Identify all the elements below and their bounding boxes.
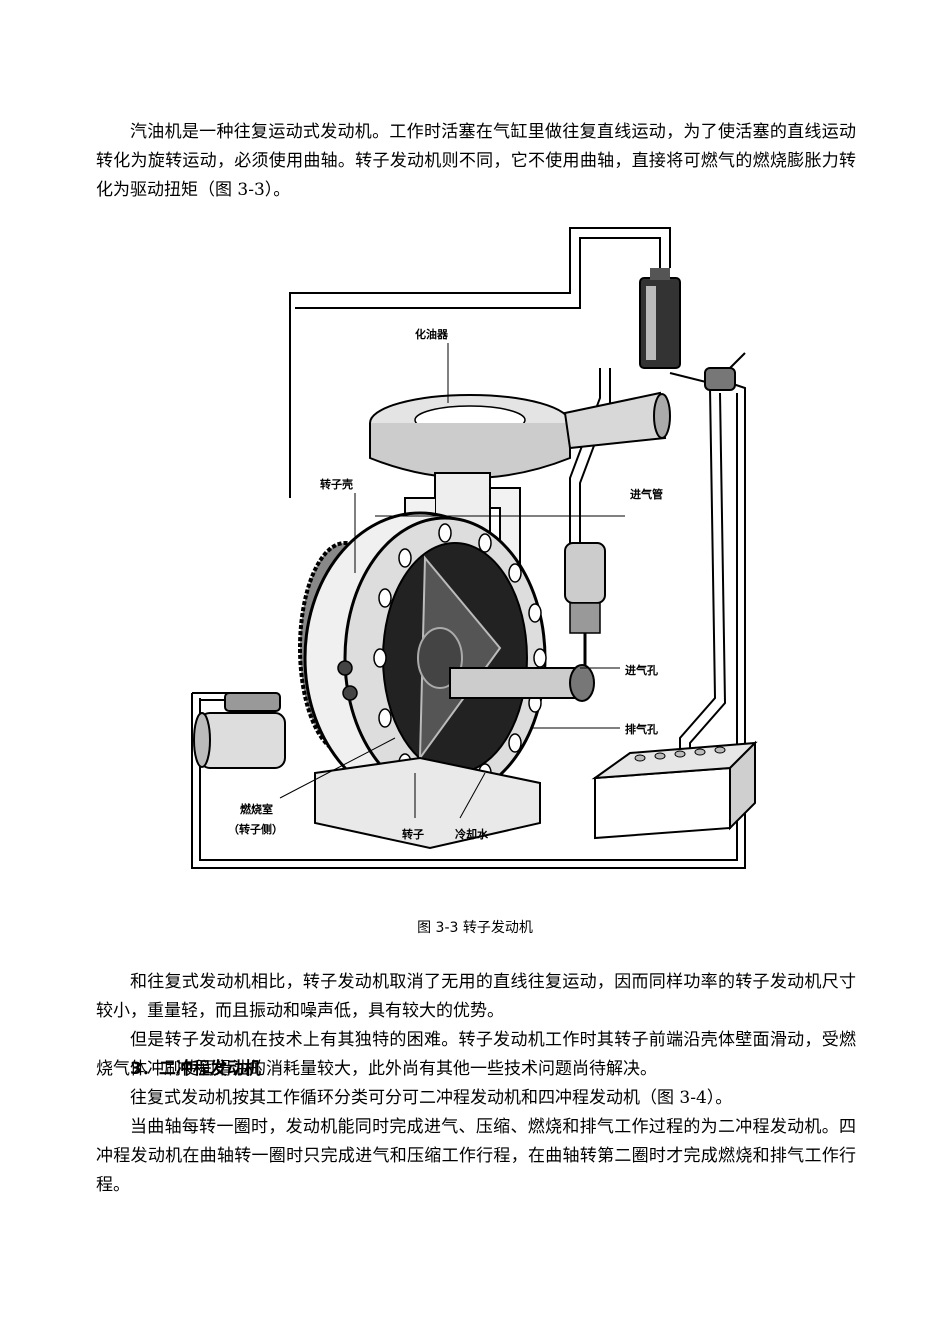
air-cleaner	[369, 391, 671, 479]
label-carburetor: 化油器	[415, 327, 449, 341]
rotary-engine-figure: 化油器 转子壳 进气管 进气孔 排气孔 燃烧室 （转子侧） 转子 冷却水	[191, 227, 758, 869]
wiring-lines	[191, 227, 746, 869]
difficulty-paragraph: 但是转子发动机在技术上有其独特的困难。转子发动机工作时其转子前端沿壳体壁面滑动，…	[96, 1030, 856, 1079]
engine-base	[314, 756, 541, 850]
comparison-paragraph: 和往复式发动机相比，转子发动机取消了无用的直线往复运动，因而同样功率的转子发动机…	[96, 972, 856, 1021]
label-rotor-side: （转子侧）	[228, 822, 283, 836]
starter-motor	[193, 692, 286, 769]
label-combustion-chamber: 燃烧室	[239, 802, 273, 816]
figure-caption: 图 3-3 转子发动机	[417, 920, 533, 936]
intro-paragraph: 汽油机是一种往复运动式发动机。工作时活塞在气缸里做往复直线运动，为了使活塞的直线…	[96, 122, 856, 200]
distributor	[704, 352, 746, 391]
output-shaft	[449, 664, 595, 702]
label-cooling-water: 冷却水	[455, 827, 489, 841]
spark-plug-cluster	[564, 542, 606, 678]
battery	[591, 740, 758, 840]
label-intake-pipe: 进气管	[630, 487, 663, 501]
label-rotor: 转子	[402, 827, 424, 841]
ignition-coil	[639, 268, 681, 369]
label-exhaust-port: 排气孔	[625, 722, 658, 736]
leader-lines	[279, 343, 625, 819]
housing-spark-plugs	[337, 660, 358, 701]
section-heading: 3．二冲程发动机	[130, 1059, 261, 1079]
two-stroke-paragraph: 当曲轴每转一圈时，发动机能同时完成进气、压缩、燃烧和排气工作过程的为二冲程发动机…	[96, 1117, 856, 1195]
label-rotor-housing: 转子壳	[320, 477, 353, 491]
classification-paragraph: 往复式发动机按其工作循环分类可分可二冲程发动机和四冲程发动机（图 3-4）。	[130, 1088, 733, 1108]
label-intake-port: 进气孔	[625, 663, 658, 677]
